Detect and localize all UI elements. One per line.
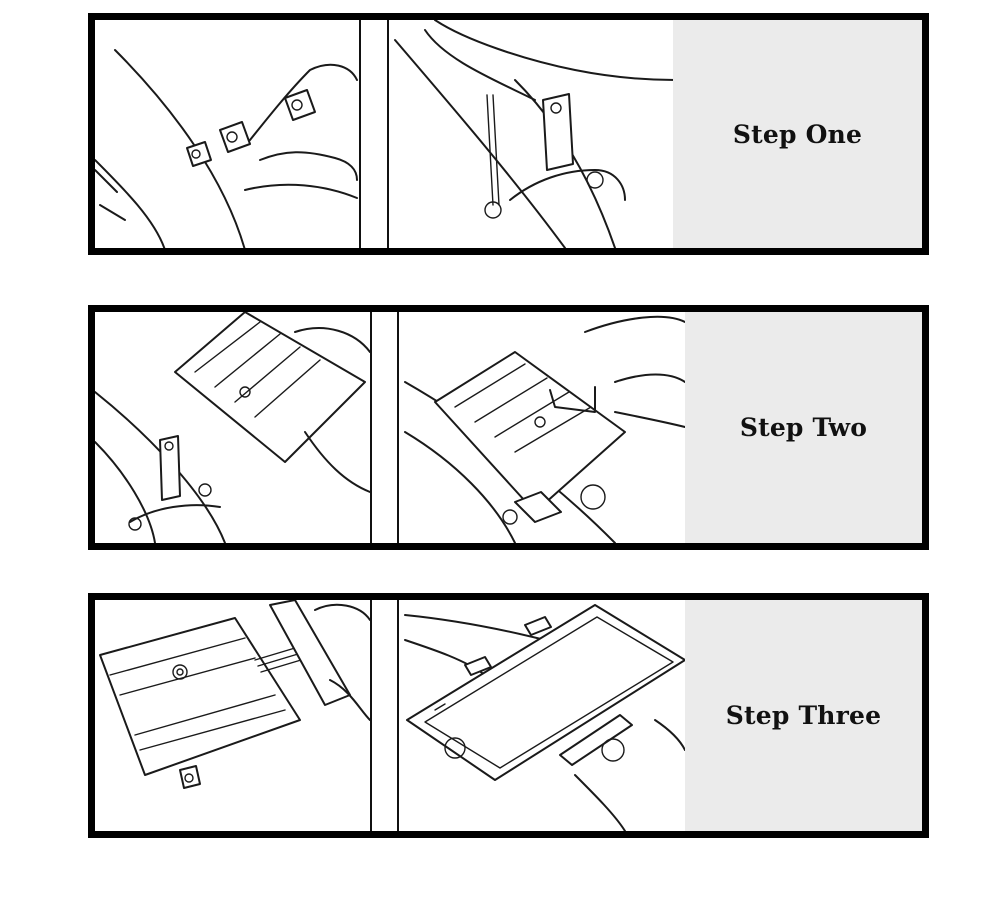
handlebar-illustration-left bbox=[95, 49, 358, 248]
step-label-box: Step Two bbox=[685, 312, 922, 543]
handlebar-illustration-right bbox=[394, 20, 676, 248]
panel-divider bbox=[397, 312, 399, 543]
step-label-box: Step Three bbox=[685, 600, 922, 831]
holder-illustration-left bbox=[95, 312, 371, 543]
panel-divider bbox=[370, 600, 372, 831]
holder-illustration-right bbox=[404, 315, 686, 543]
phone-mounted-illustration bbox=[404, 604, 686, 831]
step-label-box: Step One bbox=[673, 20, 922, 248]
panel-divider bbox=[387, 20, 389, 248]
panel-divider bbox=[359, 20, 361, 248]
clamp-illustration-left bbox=[99, 600, 371, 789]
step-two-label: Step Two bbox=[739, 413, 868, 442]
step-one-label: Step One bbox=[732, 119, 863, 149]
step-three-label: Step Three bbox=[725, 701, 882, 730]
panel-divider bbox=[370, 312, 372, 543]
step-two-panel: Step Two bbox=[88, 305, 929, 550]
step-one-panel: Step One bbox=[88, 13, 929, 255]
panel-divider bbox=[397, 600, 399, 831]
step-three-panel: Step Three bbox=[88, 593, 929, 838]
